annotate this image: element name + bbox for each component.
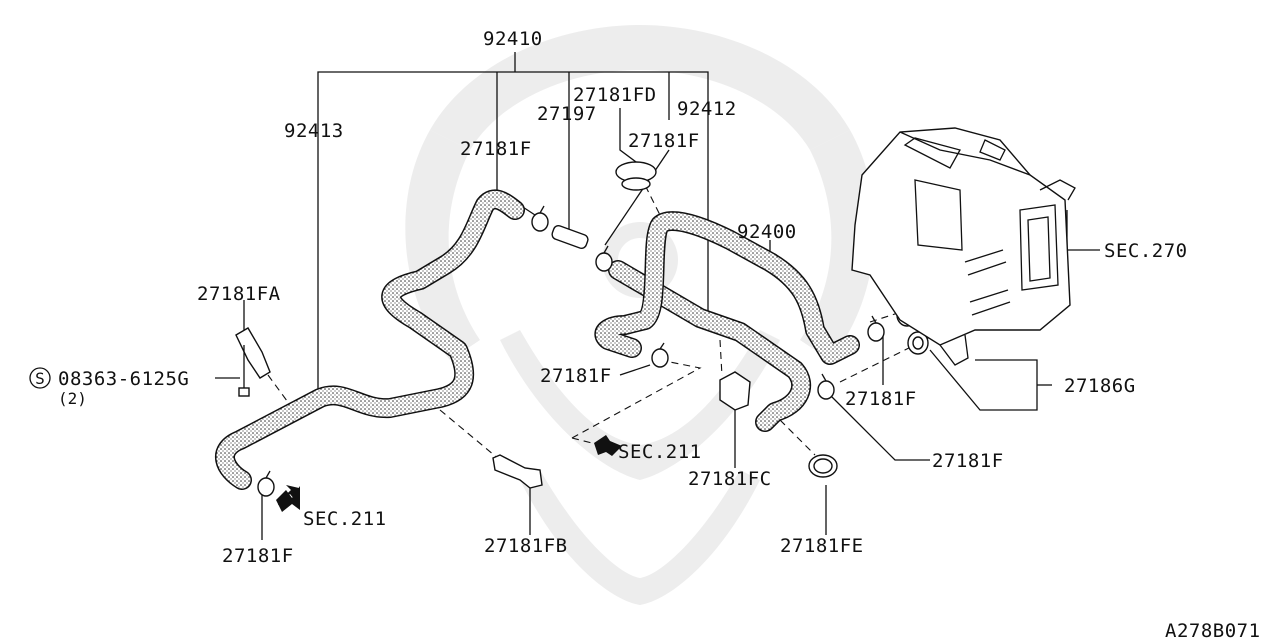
clamp-icon — [257, 161, 885, 497]
leader-lines — [215, 52, 1100, 540]
label-27181FC: 27181FC — [688, 468, 772, 490]
hose-92400 — [594, 211, 860, 432]
label-sec-211-left: SEC.211 — [303, 508, 387, 530]
label-sec-270: SEC.270 — [1104, 240, 1188, 262]
label-bolt-code: 08363-6125G — [58, 368, 189, 390]
bolt-marker-symbol: S — [35, 369, 45, 388]
label-27181FE: 27181FE — [780, 535, 864, 557]
part-labels: 92410 92413 27181FD 27197 92412 27181F 2… — [58, 28, 1261, 639]
label-27181FA: 27181FA — [197, 283, 281, 305]
label-27181FD: 27181FD — [573, 84, 657, 106]
flow-arrow-icon — [594, 435, 622, 456]
label-27197: 27197 — [537, 103, 597, 125]
label-92413: 92413 — [284, 120, 344, 142]
bracket-27181FA — [235, 327, 271, 397]
label-27181FB: 27181FB — [484, 535, 568, 557]
bracket-27181FC — [719, 371, 751, 411]
label-92400: 92400 — [737, 221, 797, 243]
figure-code: A278B071 — [1165, 620, 1261, 639]
label-92412: 92412 — [677, 98, 737, 120]
label-92410: 92410 — [483, 28, 543, 50]
label-27181F-right: 27181F — [845, 388, 917, 410]
label-27181F-top-left: 27181F — [460, 138, 532, 160]
circled-s-icon: S — [29, 367, 51, 389]
flow-arrow-icon — [276, 485, 300, 512]
label-27181F-right-low: 27181F — [932, 450, 1004, 472]
label-27181F-top-right: 27181F — [628, 130, 700, 152]
label-27186G: 27186G — [1064, 375, 1136, 397]
label-bolt-qty: (2) — [58, 389, 87, 408]
hose-92413 — [215, 189, 525, 490]
pipe-27197 — [551, 224, 589, 250]
heater-unit — [851, 127, 1076, 366]
label-sec-211-center: SEC.211 — [618, 441, 702, 463]
label-27181F-mid: 27181F — [540, 365, 612, 387]
bracket-27181FB — [492, 454, 543, 489]
label-27181F-bottom: 27181F — [222, 545, 294, 567]
